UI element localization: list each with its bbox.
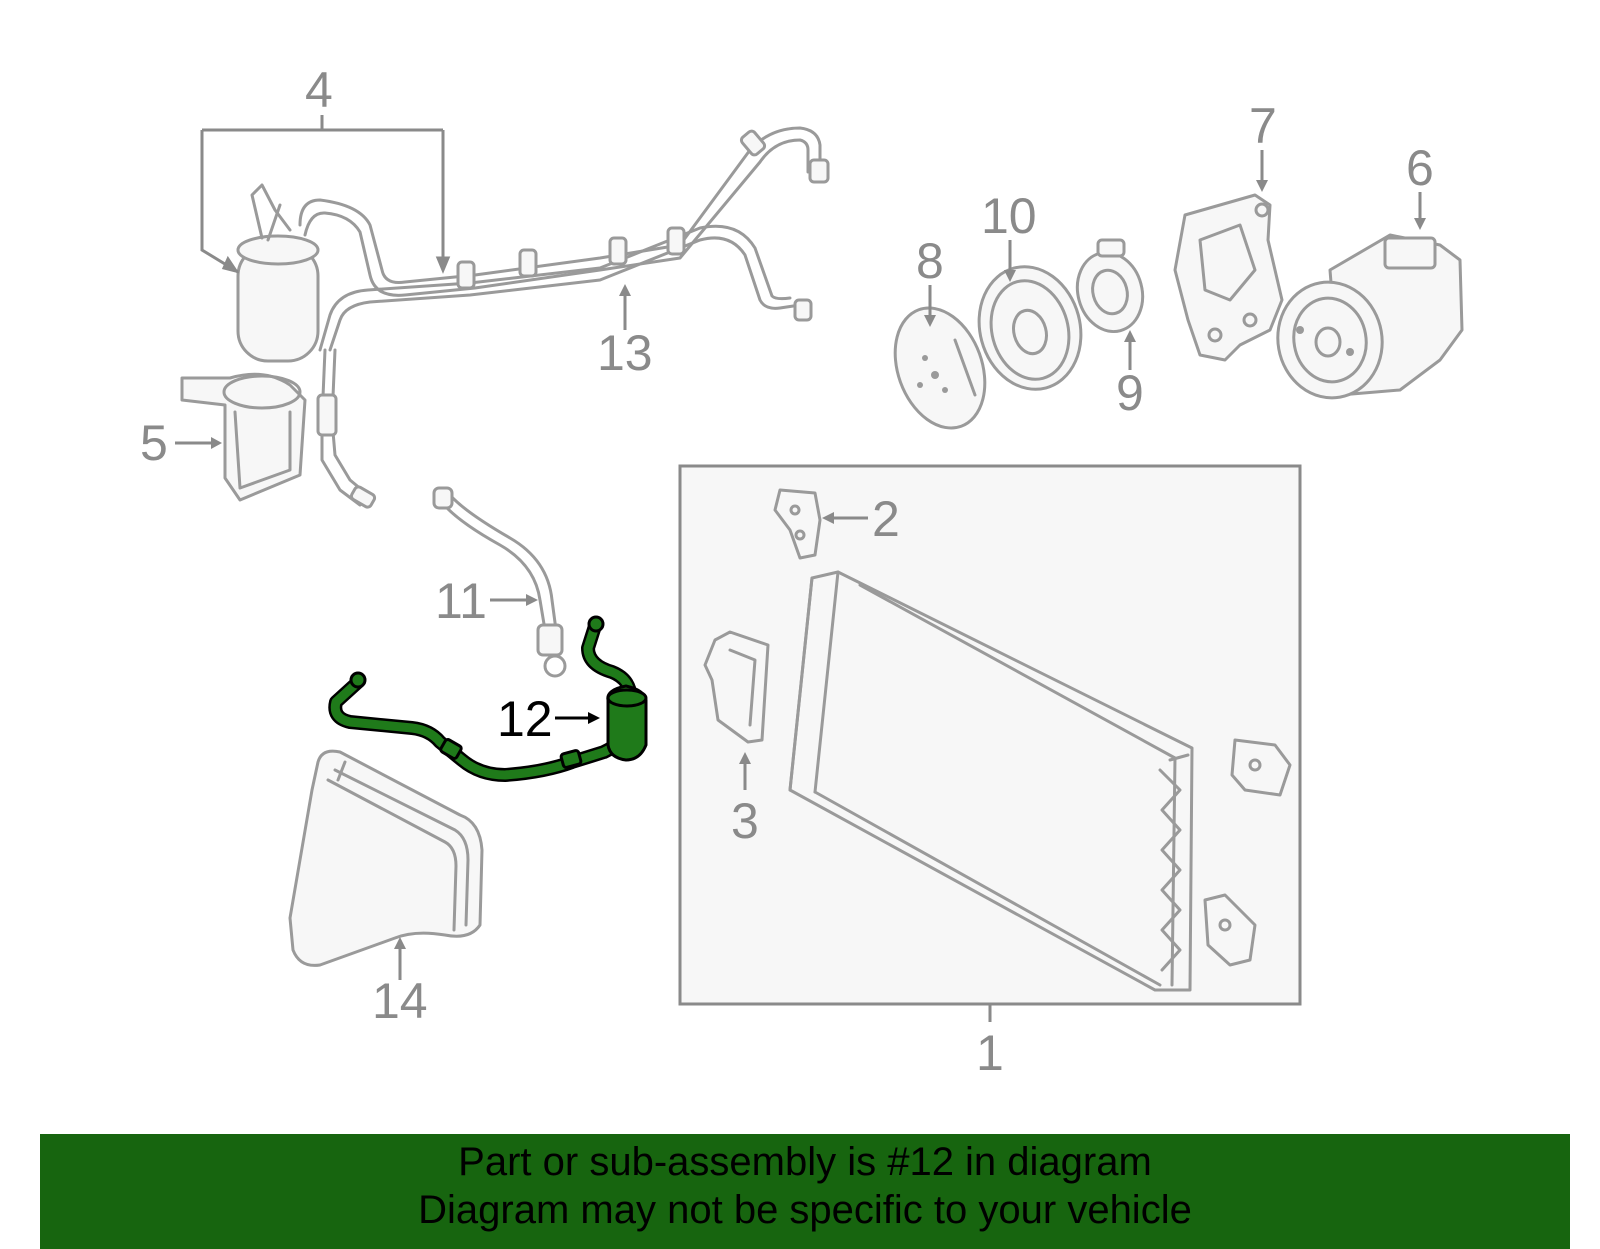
callout-6: 6 [1406,140,1434,196]
part-11-hose [432,486,567,678]
part-10-pulley [977,265,1083,391]
callout-9: 9 [1116,365,1144,421]
callout-2: 2 [872,491,900,547]
part-9-coil [1075,238,1145,334]
callout-8: 8 [916,233,944,289]
callout-4-bracket [200,115,451,274]
callout-14: 14 [372,973,428,1029]
part-2-bracket [773,488,822,560]
condenser-mount-bracket-lower [1203,893,1257,967]
part-1-condenser [788,570,1194,992]
notice-line-disclaimer: Diagram may not be specific to your vehi… [418,1188,1192,1232]
part-4-accumulator [236,183,320,363]
notice-line-part-number: Part or sub-assembly is #12 in diagram [458,1140,1152,1184]
part-3-bracket [703,630,770,744]
callout-5: 5 [140,415,168,471]
callout-3: 3 [731,793,759,849]
callout-4: 4 [305,62,333,118]
part-5-bracket [180,372,307,502]
condenser-mount-bracket-upper [1230,738,1292,797]
callout-13: 13 [597,325,653,381]
part-13-line-assembly [298,126,830,509]
part-8-clutch-plate [893,306,987,430]
callout-7: 7 [1249,98,1277,154]
callout-12: 12 [497,691,553,747]
part-14-evaporator [288,749,484,967]
part-12-highlighted-line [328,615,648,782]
part-7-mount-bracket [1173,193,1284,362]
callout-1: 1 [976,1025,1004,1081]
notice-banner: Part or sub-assembly is #12 in diagram D… [40,1134,1570,1249]
part-6-compressor [1276,233,1464,400]
callout-10: 10 [981,188,1037,244]
callout-11: 11 [435,573,487,629]
